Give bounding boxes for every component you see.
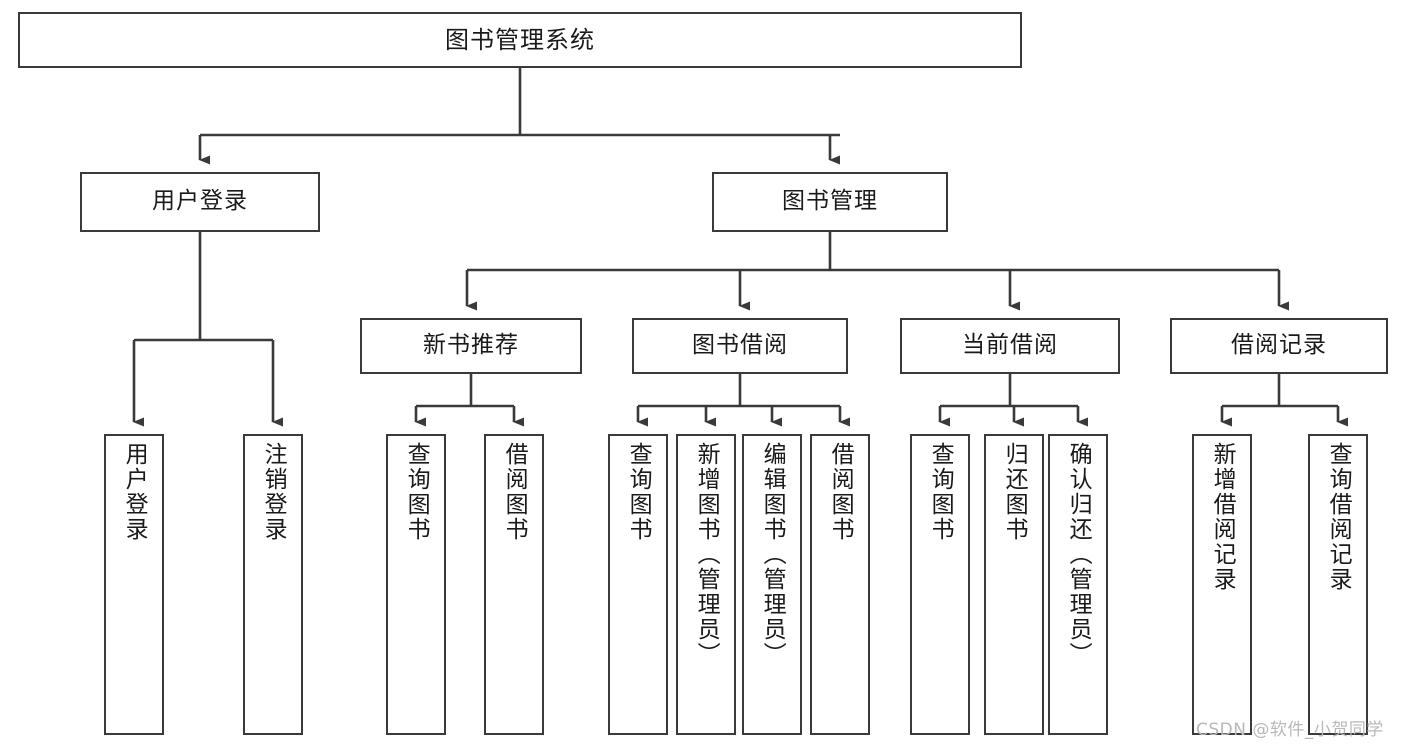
leaf-query-book-current[interactable]: 查询图书 — [910, 434, 970, 735]
leaf-label: 确认归还（管理员） — [1065, 442, 1092, 667]
node-label: 图书管理 — [782, 188, 878, 215]
node-root-system[interactable]: 图书管理系统 — [18, 12, 1022, 68]
leaf-confirm-return-admin[interactable]: 确认归还（管理员） — [1048, 434, 1108, 735]
node-label: 新书推荐 — [423, 332, 519, 359]
node-new-book-recommend[interactable]: 新书推荐 — [360, 318, 582, 374]
leaf-label: 借阅图书 — [827, 442, 854, 542]
node-user-login[interactable]: 用户登录 — [80, 172, 320, 232]
leaf-query-book-recommend[interactable]: 查询图书 — [386, 434, 446, 735]
node-label: 图书管理系统 — [445, 25, 595, 54]
leaf-query-borrow-record[interactable]: 查询借阅记录 — [1308, 434, 1368, 735]
leaf-label: 查询图书 — [927, 442, 954, 542]
leaf-label: 注销登录 — [260, 442, 287, 542]
leaf-label: 新增图书（管理员） — [693, 442, 720, 667]
leaf-label: 查询借阅记录 — [1325, 442, 1352, 592]
leaf-user-login[interactable]: 用户登录 — [104, 434, 164, 735]
leaf-label: 归还图书 — [1001, 442, 1028, 542]
leaf-borrow-book[interactable]: 借阅图书 — [810, 434, 870, 735]
node-label: 当前借阅 — [962, 332, 1058, 359]
node-label: 借阅记录 — [1231, 332, 1327, 359]
node-label: 图书借阅 — [692, 332, 788, 359]
leaf-label: 编辑图书（管理员） — [759, 442, 786, 667]
leaf-label: 查询图书 — [625, 442, 652, 542]
leaf-label: 新增借阅记录 — [1209, 442, 1236, 592]
leaf-logout[interactable]: 注销登录 — [243, 434, 303, 735]
node-label: 用户登录 — [152, 188, 248, 215]
node-borrow-record[interactable]: 借阅记录 — [1170, 318, 1388, 374]
node-book-borrow[interactable]: 图书借阅 — [632, 318, 848, 374]
leaf-edit-book-admin[interactable]: 编辑图书（管理员） — [742, 434, 802, 735]
node-book-management[interactable]: 图书管理 — [712, 172, 948, 232]
leaf-add-book-admin[interactable]: 新增图书（管理员） — [676, 434, 736, 735]
node-current-borrow[interactable]: 当前借阅 — [900, 318, 1120, 374]
leaf-return-book[interactable]: 归还图书 — [984, 434, 1044, 735]
leaf-label: 查询图书 — [403, 442, 430, 542]
leaf-query-book-borrow[interactable]: 查询图书 — [608, 434, 668, 735]
watermark: CSDN @软件_小贺同学 — [1196, 720, 1384, 740]
leaf-label: 用户登录 — [121, 442, 148, 542]
leaf-label: 借阅图书 — [501, 442, 528, 542]
leaf-add-borrow-record[interactable]: 新增借阅记录 — [1192, 434, 1252, 735]
leaf-borrow-book-recommend[interactable]: 借阅图书 — [484, 434, 544, 735]
